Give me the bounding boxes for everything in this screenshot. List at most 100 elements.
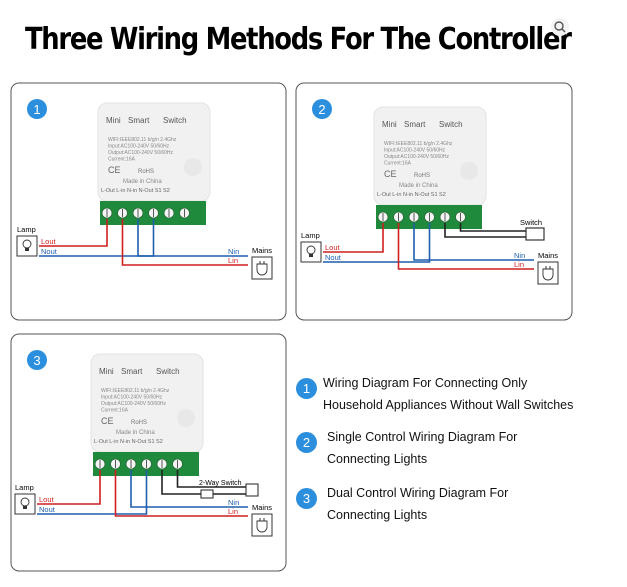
wall-switch [525, 227, 545, 241]
lamp-base [25, 248, 29, 251]
panel-number: 3 [33, 353, 40, 368]
made-in: Made in China [116, 430, 155, 436]
legend-number: 1 [296, 378, 317, 399]
switch-wire [444, 223, 544, 238]
two-way-switch-label: 2-Way Switch [199, 480, 242, 487]
made-in: Made in China [123, 179, 162, 185]
lin-wire [114, 470, 248, 517]
lamp-label: Lamp [17, 225, 36, 234]
lout-label: Lout [39, 495, 55, 504]
device-name: Smart [404, 120, 426, 129]
two-way-switch [245, 483, 259, 497]
device-spec: WIFI:IEEE802.11 b/g/n 2.4Ghz [384, 141, 453, 147]
lout-label: Lout [41, 237, 57, 246]
nout-wire [37, 470, 148, 515]
ce-mark: CE [101, 416, 114, 426]
legend-line: Connecting Lights [327, 452, 428, 466]
device-spec: WIFI:IEEE802.11 b/g/n 2.4Ghz [108, 137, 177, 143]
lamp-icon [16, 235, 38, 257]
terminal-labels: L-Out L-in N-in N-Out S1 S2 [94, 439, 163, 445]
nin-wire [137, 219, 248, 257]
legend-line: Wiring Diagram For Connecting Only [323, 376, 528, 390]
lout-wire [37, 470, 101, 505]
lout-wire [39, 219, 108, 247]
device-name: Switch [439, 120, 463, 129]
device-name: Smart [128, 116, 150, 125]
lamp-base [23, 506, 27, 509]
nout-label: Nout [325, 253, 342, 262]
legend-line: Household Appliances Without Wall Switch… [323, 398, 574, 412]
legend-line: Single Control Wiring Diagram For [327, 430, 518, 444]
page-title: Three Wiring Methods For The Controller [25, 22, 572, 57]
device-name: Switch [156, 367, 180, 376]
plug-shape [256, 263, 268, 276]
lamp-label: Lamp [15, 483, 34, 492]
device-name: Mini [106, 116, 121, 125]
lout-label: Lout [325, 243, 341, 252]
panel-number-badge [312, 99, 332, 119]
plug-shape [256, 520, 268, 533]
device-spec: Current:16A [108, 157, 136, 163]
device-spec: Output:AC100-240V 50/60Hz [108, 150, 174, 156]
plug-icon [251, 256, 273, 280]
lin-wire [397, 223, 534, 270]
lin-label: Lin [228, 507, 238, 516]
switch-wire [161, 470, 251, 495]
nin-wire [130, 470, 248, 508]
rohs-mark: RoHS [138, 169, 154, 175]
device-spec: Input:AC100-240V 50/60Hz [108, 144, 170, 150]
nout-label: Nout [41, 247, 58, 256]
device-name: Smart [121, 367, 143, 376]
device-spec: Current:16A [101, 408, 129, 414]
nout-wire [323, 223, 431, 263]
legend-number: 2 [296, 432, 317, 453]
device-spec: WIFI:IEEE802.11 b/g/n 2.4Ghz [101, 388, 170, 394]
two-way-switch [200, 489, 214, 499]
mains-label: Mains [252, 503, 272, 512]
lamp-icon [14, 493, 36, 515]
panel-number: 1 [33, 102, 40, 117]
ce-mark: CE [108, 165, 121, 175]
device-spec: Current:16A [384, 161, 412, 167]
mains-label: Mains [252, 246, 272, 255]
nin-wire [413, 223, 534, 261]
legend-number: 3 [296, 488, 317, 509]
device-spec: Output:AC100-240V 50/60Hz [101, 401, 167, 407]
panel-number-badge [27, 99, 47, 119]
plug-icon [251, 513, 273, 537]
plug-shape [542, 268, 554, 281]
switch-label: Switch [520, 218, 542, 227]
device-name: Mini [99, 367, 114, 376]
lamp-label: Lamp [301, 231, 320, 240]
lamp-icon [300, 241, 322, 263]
rohs-mark: RoHS [414, 173, 430, 179]
panel-number: 2 [318, 102, 325, 117]
rohs-mark: RoHS [131, 420, 147, 426]
lens-icon[interactable] [551, 18, 569, 36]
nin-label: Nin [514, 251, 525, 260]
device-name: Mini [382, 120, 397, 129]
switch-wire [176, 470, 251, 488]
plug-icon [537, 261, 559, 285]
device-spec: Input:AC100-240V 50/60Hz [101, 395, 163, 401]
ce-mark: CE [384, 169, 397, 179]
panel-number-badge [27, 350, 47, 370]
terminal-labels: L-Out L-in N-in N-Out S1 S2 [101, 188, 170, 194]
nout-label: Nout [39, 505, 56, 514]
nin-label: Nin [228, 498, 239, 507]
device-spec: Output:AC100-240V 50/60Hz [384, 154, 450, 160]
switch-wire [459, 223, 540, 232]
lin-wire [121, 219, 248, 266]
legend-line: Dual Control Wiring Diagram For [327, 486, 509, 500]
wifi-logo [460, 162, 478, 180]
nin-label: Nin [228, 247, 239, 256]
lamp-base [309, 254, 313, 257]
device-name: Switch [163, 116, 187, 125]
wifi-logo [177, 409, 195, 427]
lout-wire [323, 223, 384, 253]
lin-label: Lin [228, 256, 238, 265]
